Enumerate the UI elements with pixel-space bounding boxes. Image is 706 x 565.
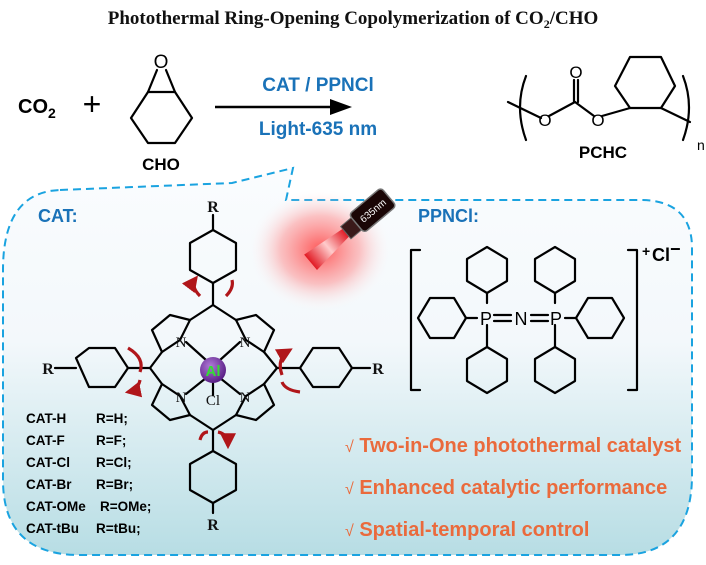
svg-text:Cl: Cl: [206, 393, 220, 409]
co2-label: CO2: [18, 96, 56, 121]
feature-item: √ Spatial-temporal control: [345, 519, 589, 541]
svg-text:N: N: [515, 309, 528, 329]
variant-name: CAT-F: [26, 433, 65, 448]
laser-pointer-icon: 635nm: [304, 188, 396, 270]
svg-text:N: N: [240, 390, 251, 406]
ppncl-structure: + Cl− P N P: [409, 239, 681, 395]
condition-catalyst: CAT / PPNCl: [262, 75, 374, 96]
variant-r: R=Cl;: [96, 455, 132, 470]
condition-light: Light-635 nm: [259, 119, 377, 140]
page-title: Photothermal Ring-Opening Copolymerizati…: [108, 8, 599, 31]
feature-item: √ Enhanced catalytic performance: [345, 477, 667, 499]
svg-text:O: O: [569, 63, 582, 82]
variant-name: CAT-H: [26, 411, 66, 426]
rotation-arrow-icon: [198, 430, 209, 441]
svg-text:N: N: [240, 335, 251, 351]
metal-label: Al: [206, 363, 221, 380]
svg-text:R: R: [42, 361, 54, 378]
svg-text:R: R: [207, 199, 219, 216]
rotation-arrow-icon: [124, 379, 143, 398]
variant-name: CAT-Cl: [26, 455, 70, 470]
al-porphyrin-structure: R R R R N N N N Cl: [42, 199, 384, 534]
variant-r: R=F;: [96, 433, 126, 448]
svg-text:O: O: [538, 111, 551, 130]
pchc-label: PCHC: [579, 143, 627, 162]
variant-r: R=tBu;: [96, 521, 141, 536]
svg-text:Cl−: Cl−: [652, 239, 681, 265]
svg-text:R: R: [207, 517, 219, 534]
feature-item: √ Two-in-One photothermal catalyst: [345, 435, 682, 457]
variant-name: CAT-Br: [26, 477, 72, 492]
svg-text:N: N: [176, 335, 187, 351]
variant-r: R=OMe;: [100, 499, 151, 514]
cyclohexene-oxide-structure: O: [129, 52, 194, 145]
aluminum-center-icon: [200, 357, 226, 383]
catalyst-variant-list: CAT-H R=H; CAT-F R=F; CAT-Cl R=Cl; CAT-B…: [26, 411, 151, 536]
pchc-structure: O O O n: [506, 55, 705, 153]
variant-r: R=Br;: [96, 477, 133, 492]
svg-text:n: n: [697, 137, 705, 153]
svg-text:R: R: [372, 361, 384, 378]
feature-list: √ Two-in-One photothermal catalyst √ Enh…: [345, 435, 682, 541]
svg-text:N: N: [176, 390, 187, 406]
variant-name: CAT-OMe: [26, 499, 86, 514]
svg-text:P: P: [480, 309, 492, 329]
rotation-arrow-icon: [224, 279, 234, 298]
ppncl-heading: PPNCl:: [418, 206, 479, 226]
plus-sign: +: [83, 86, 102, 122]
variant-r: R=H;: [96, 411, 128, 426]
rotation-arrow-icon: [181, 275, 202, 298]
svg-text:P: P: [550, 309, 562, 329]
svg-text:O: O: [591, 111, 604, 130]
variant-name: CAT-tBu: [26, 521, 79, 536]
svg-text:O: O: [154, 52, 169, 73]
cat-heading: CAT:: [38, 206, 78, 226]
cho-label: CHO: [142, 155, 180, 174]
rotation-arrow-icon: [127, 346, 143, 373]
arrowhead-icon: [330, 99, 352, 115]
rotation-arrow-icon: [280, 381, 301, 394]
svg-text:+: +: [642, 243, 650, 259]
rotation-arrow-icon: [274, 348, 293, 376]
rotation-arrow-icon: [217, 430, 236, 450]
